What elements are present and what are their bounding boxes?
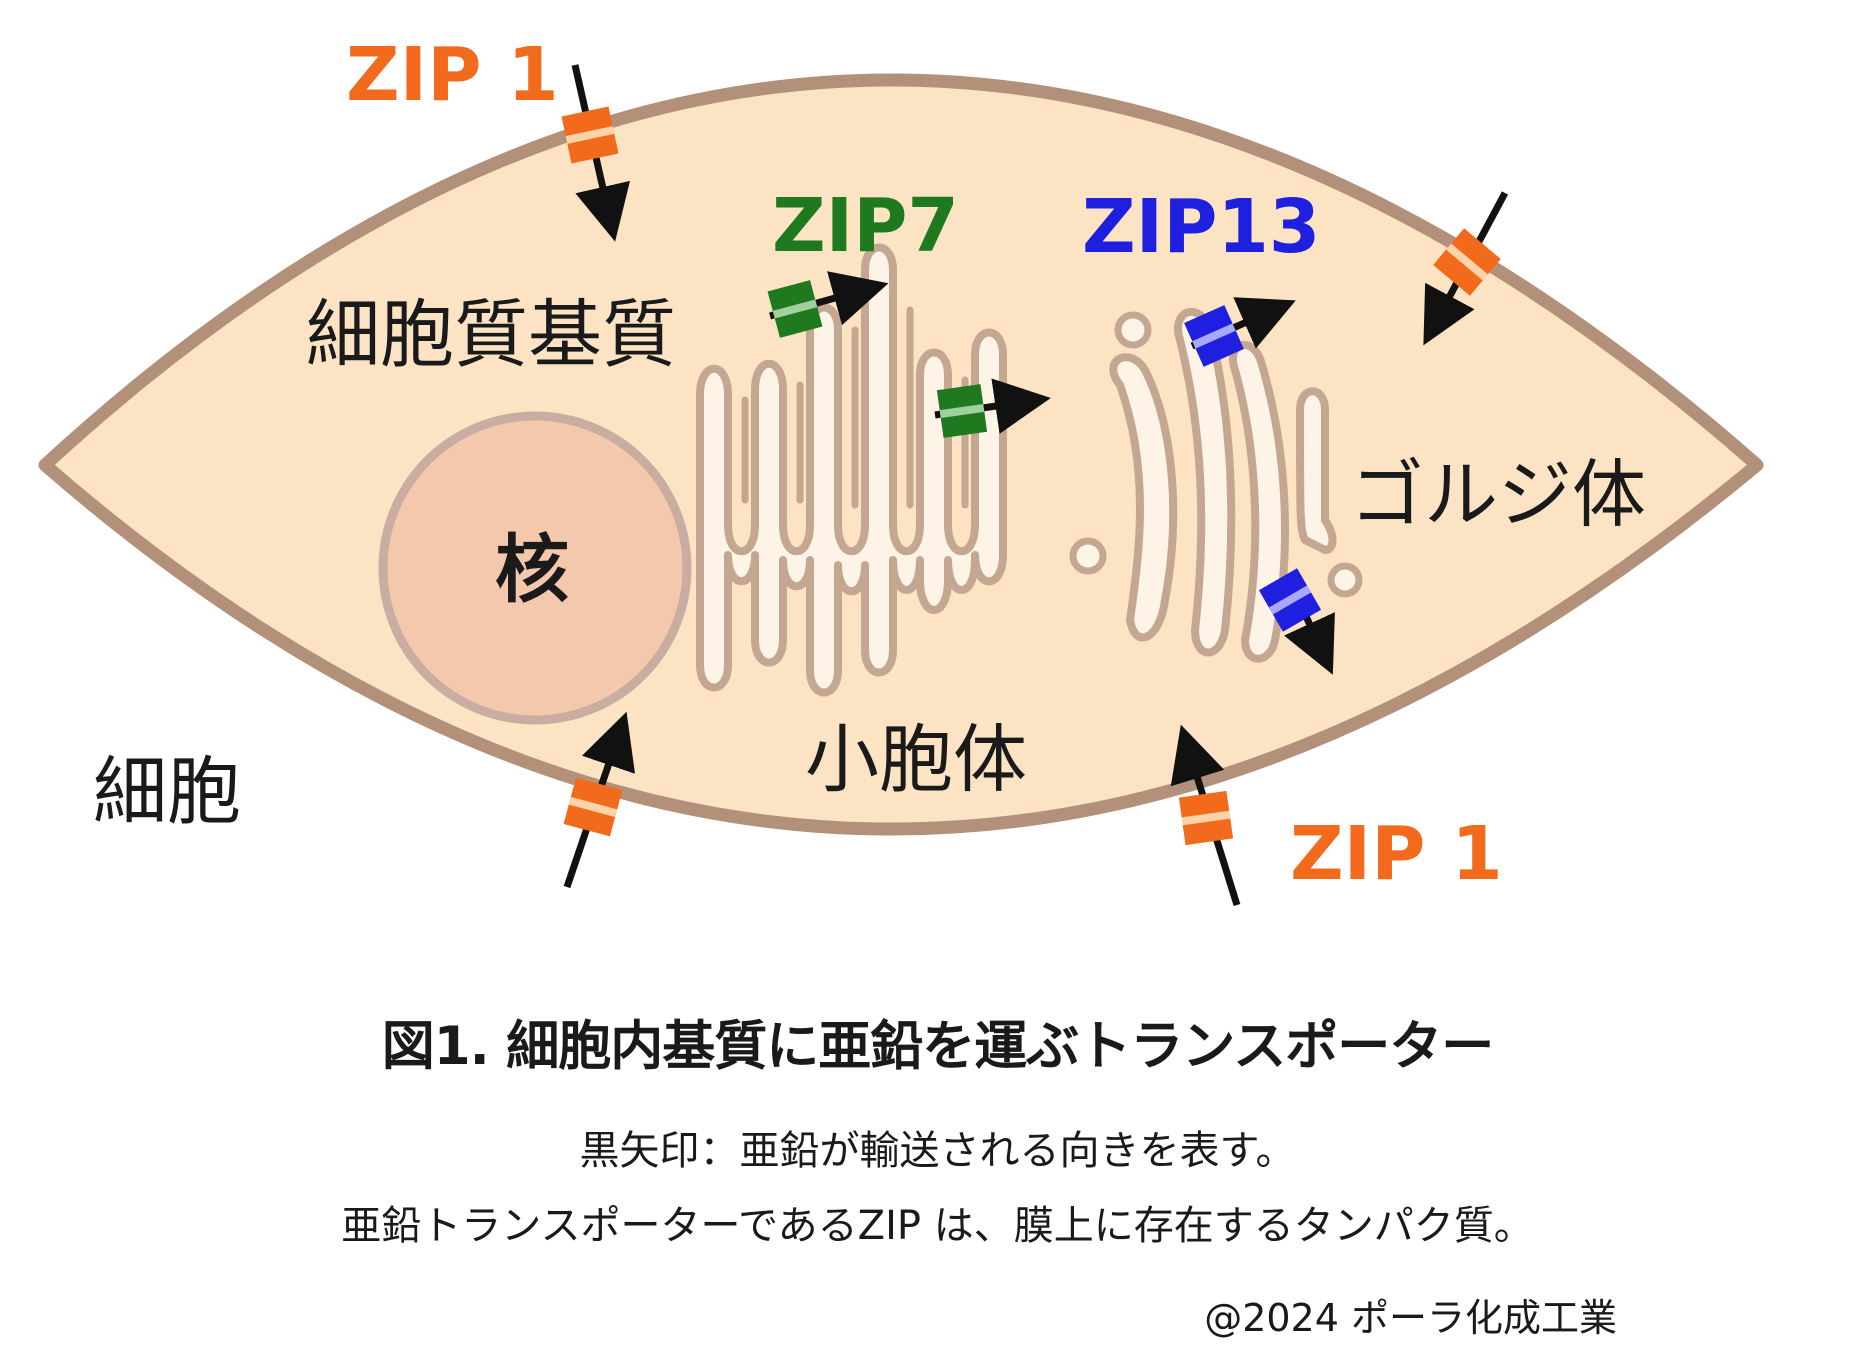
zip1-transporters	[561, 106, 1501, 846]
figure-note-zip: 亜鉛トランスポーターであるZIP は、膜上に存在するタンパク質。	[341, 1203, 1534, 1249]
vesicle-body-organelle	[696, 243, 1007, 697]
copyright-text: @2024 ポーラ化成工業	[1204, 1296, 1617, 1340]
figure-note-arrows: 黒矢印：亜鉛が輸送される向きを表す。	[579, 1128, 1296, 1174]
zip7-transporter	[767, 280, 823, 338]
zip7-label: ZIP7	[772, 183, 959, 269]
zip1-top-label: ZIP 1	[346, 32, 559, 118]
zip1-transporter	[561, 106, 619, 164]
zip13-transporter	[1184, 305, 1244, 367]
nucleus-label: 核	[495, 527, 569, 613]
cell-label: 細胞	[93, 749, 241, 835]
zip1-transporter	[563, 777, 623, 837]
cytoplasmic-matrix-label: 細胞質基質	[306, 292, 676, 378]
vesicle-body-label: 小胞体	[805, 717, 1027, 803]
zip1-transporter	[1433, 228, 1501, 296]
nucleus	[378, 411, 692, 725]
zip1-bottom-label: ZIP 1	[1290, 811, 1503, 897]
zip1-transporter	[1178, 790, 1234, 846]
figure-title: 図1. 細胞内基質に亜鉛を運ぶトランスポーター	[381, 1016, 1494, 1077]
zip13-transporters	[1184, 305, 1322, 632]
zip13-label: ZIP13	[1082, 184, 1320, 270]
zip7-transporter	[936, 384, 988, 438]
zip13-transporter	[1258, 568, 1322, 632]
golgi-label: ゴルジ体	[1350, 452, 1646, 538]
zip7-transporters	[767, 280, 988, 438]
